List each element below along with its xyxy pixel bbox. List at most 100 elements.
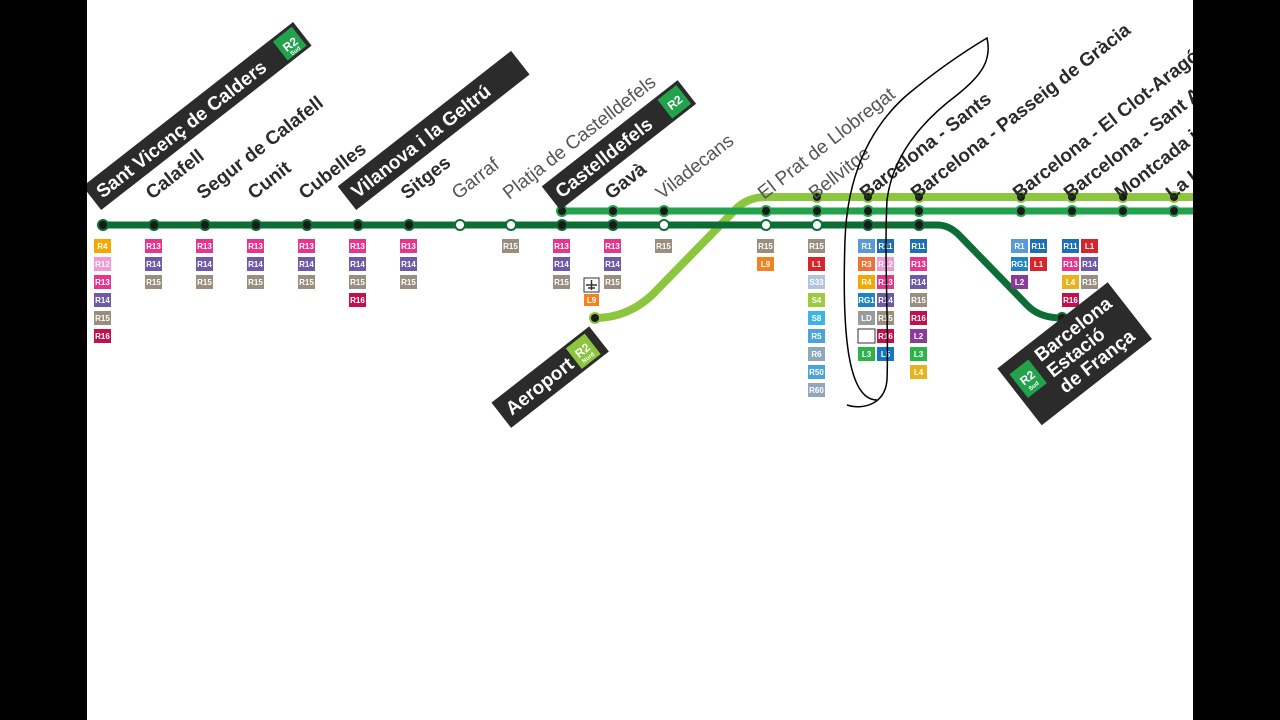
chip-label: L2 [914,332,924,341]
chip-label: L3 [914,350,924,359]
station-dot-montcada [1117,205,1129,217]
chip-label: L5 [881,350,891,359]
service-chip: R16 [877,329,894,343]
chip-bg [94,293,111,307]
service-chip: R13 [247,239,264,253]
chip-label: R16 [1063,296,1078,305]
chip-label: R15 [605,278,620,287]
chip-bg [247,257,264,271]
chip-label: S33 [809,278,824,287]
station-dot-gava [607,205,619,217]
service-chip: R13 [553,239,570,253]
chip-label: R15 [503,242,518,251]
chip-bg [808,257,825,271]
chip-bg [857,328,876,344]
r2-main-line [103,221,1063,322]
chip-label: R15 [878,314,893,323]
service-chip: R13 [94,275,111,289]
station-dot-viladecans [658,219,670,231]
chip-label: AVE [859,332,876,341]
service-chip: S8 [808,311,825,325]
station-dot-sitges [403,219,415,231]
chip-label: LD [861,314,872,323]
chip-label: R13 [1063,260,1078,269]
service-chip: R15 [400,275,417,289]
service-chip: L1 [1081,239,1098,253]
station-label-box [87,21,312,210]
service-chip: R14 [247,257,264,271]
chip-bg [553,275,570,289]
r2-badge [1009,359,1047,398]
station-dot-sants [862,219,874,231]
service-chip: LD [858,311,875,325]
service-chip: R14 [400,257,417,271]
chip-label: R11 [911,242,926,251]
r2-nord-line [594,193,1193,322]
chip-label: R13 [554,242,569,251]
service-chip: R14 [145,257,162,271]
chip-label: R16 [878,332,893,341]
chip-bg [910,311,927,325]
r2-badge [565,333,601,369]
chip-bg [757,239,774,253]
chip-bg [604,239,621,253]
service-chip: L4 [910,365,927,379]
chip-label: R14 [878,296,893,305]
chip-label: R16 [95,332,110,341]
service-chip: R13 [196,239,213,253]
service-chip: R1 [858,239,875,253]
chip-bg [196,257,213,271]
service-chip: R4 [858,275,875,289]
service-chip: L4 [1062,275,1079,289]
station-dot-cubelles [301,219,313,231]
service-chip: R1 [1011,239,1028,253]
chip-label: R14 [401,260,416,269]
hand-drawn-annotation [843,36,989,408]
chip-bg [247,275,264,289]
chip-bg [298,239,315,253]
chip-bg [94,275,111,289]
service-chip: R3 [858,257,875,271]
service-chip: R11 [910,239,927,253]
chip-bg [808,383,825,397]
chip-bg [1030,239,1047,253]
station-dot-bellvitge [811,205,823,217]
service-chip: R13 [1062,257,1079,271]
chip-bg [655,239,672,253]
service-chip: R14 [298,257,315,271]
chip-label: L1 [812,260,822,269]
service-chip: R14 [604,257,621,271]
station-label-box [541,80,697,210]
station-dot-sant-andreu [1066,205,1078,217]
chip-bg [808,347,825,361]
chip-label: R14 [350,260,365,269]
chip-bg [757,257,774,271]
chip-bg [94,329,111,343]
chip-label: R15 [911,296,926,305]
chip-bg [400,239,417,253]
chip-bg [400,275,417,289]
station-label-viladecans: Viladecans [652,130,738,204]
rail-map-svg: R4R12R13R14R15R16R13R14R15R13R14R15R13R1… [87,19,1193,428]
chip-bg [910,257,927,271]
chip-label: R15 [401,278,416,287]
chip-label: R4 [861,278,872,287]
chip-bg [145,275,162,289]
service-chip: R16 [910,311,927,325]
station-name: Garraf [448,154,504,204]
chip-label: R15 [1082,278,1097,287]
chip-label: R16 [350,296,365,305]
station-dot-calafell [148,219,160,231]
chip-label: R11 [1031,242,1046,251]
chip-bg [1011,257,1028,271]
service-chip: RG1 [858,293,875,307]
chip-label: R50 [809,368,824,377]
chip-bg [1081,275,1098,289]
service-chip: R16 [1062,293,1079,307]
chip-bg [349,257,366,271]
chip-bg [910,329,927,343]
service-chip: R11 [1030,239,1047,253]
chip-bg [349,275,366,289]
chip-bg [858,239,875,253]
